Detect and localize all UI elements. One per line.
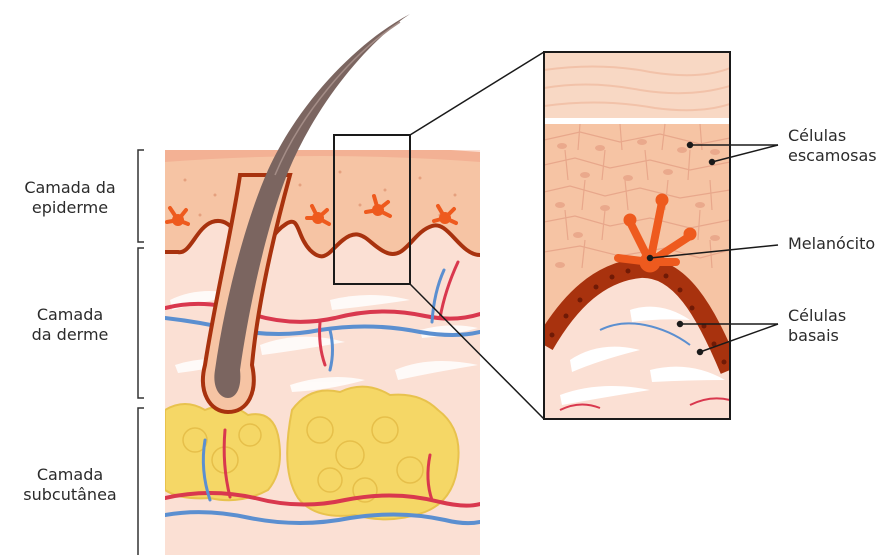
label-epidermis-line1: Camada da: [0, 178, 140, 198]
label-basal-cells: Células basais: [788, 306, 846, 346]
label-dermis-line2: da derme: [0, 325, 140, 345]
label-squamous-line1: Células: [788, 126, 877, 146]
label-dermis-line1: Camada: [0, 305, 140, 325]
label-epidermis: Camada da epiderme: [0, 178, 140, 218]
label-melanocyte-line1: Melanócito: [788, 234, 875, 254]
label-melanocyte: Melanócito: [788, 234, 875, 254]
label-subcutaneous-line1: Camada: [0, 465, 140, 485]
label-basal-line1: Células: [788, 306, 846, 326]
label-basal-line2: basais: [788, 326, 846, 346]
label-subcutaneous: Camada subcutânea: [0, 465, 140, 505]
skin-cross-section: [165, 145, 480, 555]
zoomed-panel: [544, 52, 730, 419]
zoom-connector-top: [410, 52, 544, 135]
label-epidermis-line2: epiderme: [0, 198, 140, 218]
label-squamous-line2: escamosas: [788, 146, 877, 166]
label-squamous-cells: Células escamosas: [788, 126, 877, 166]
label-dermis: Camada da derme: [0, 305, 140, 345]
label-subcutaneous-line2: subcutânea: [0, 485, 140, 505]
